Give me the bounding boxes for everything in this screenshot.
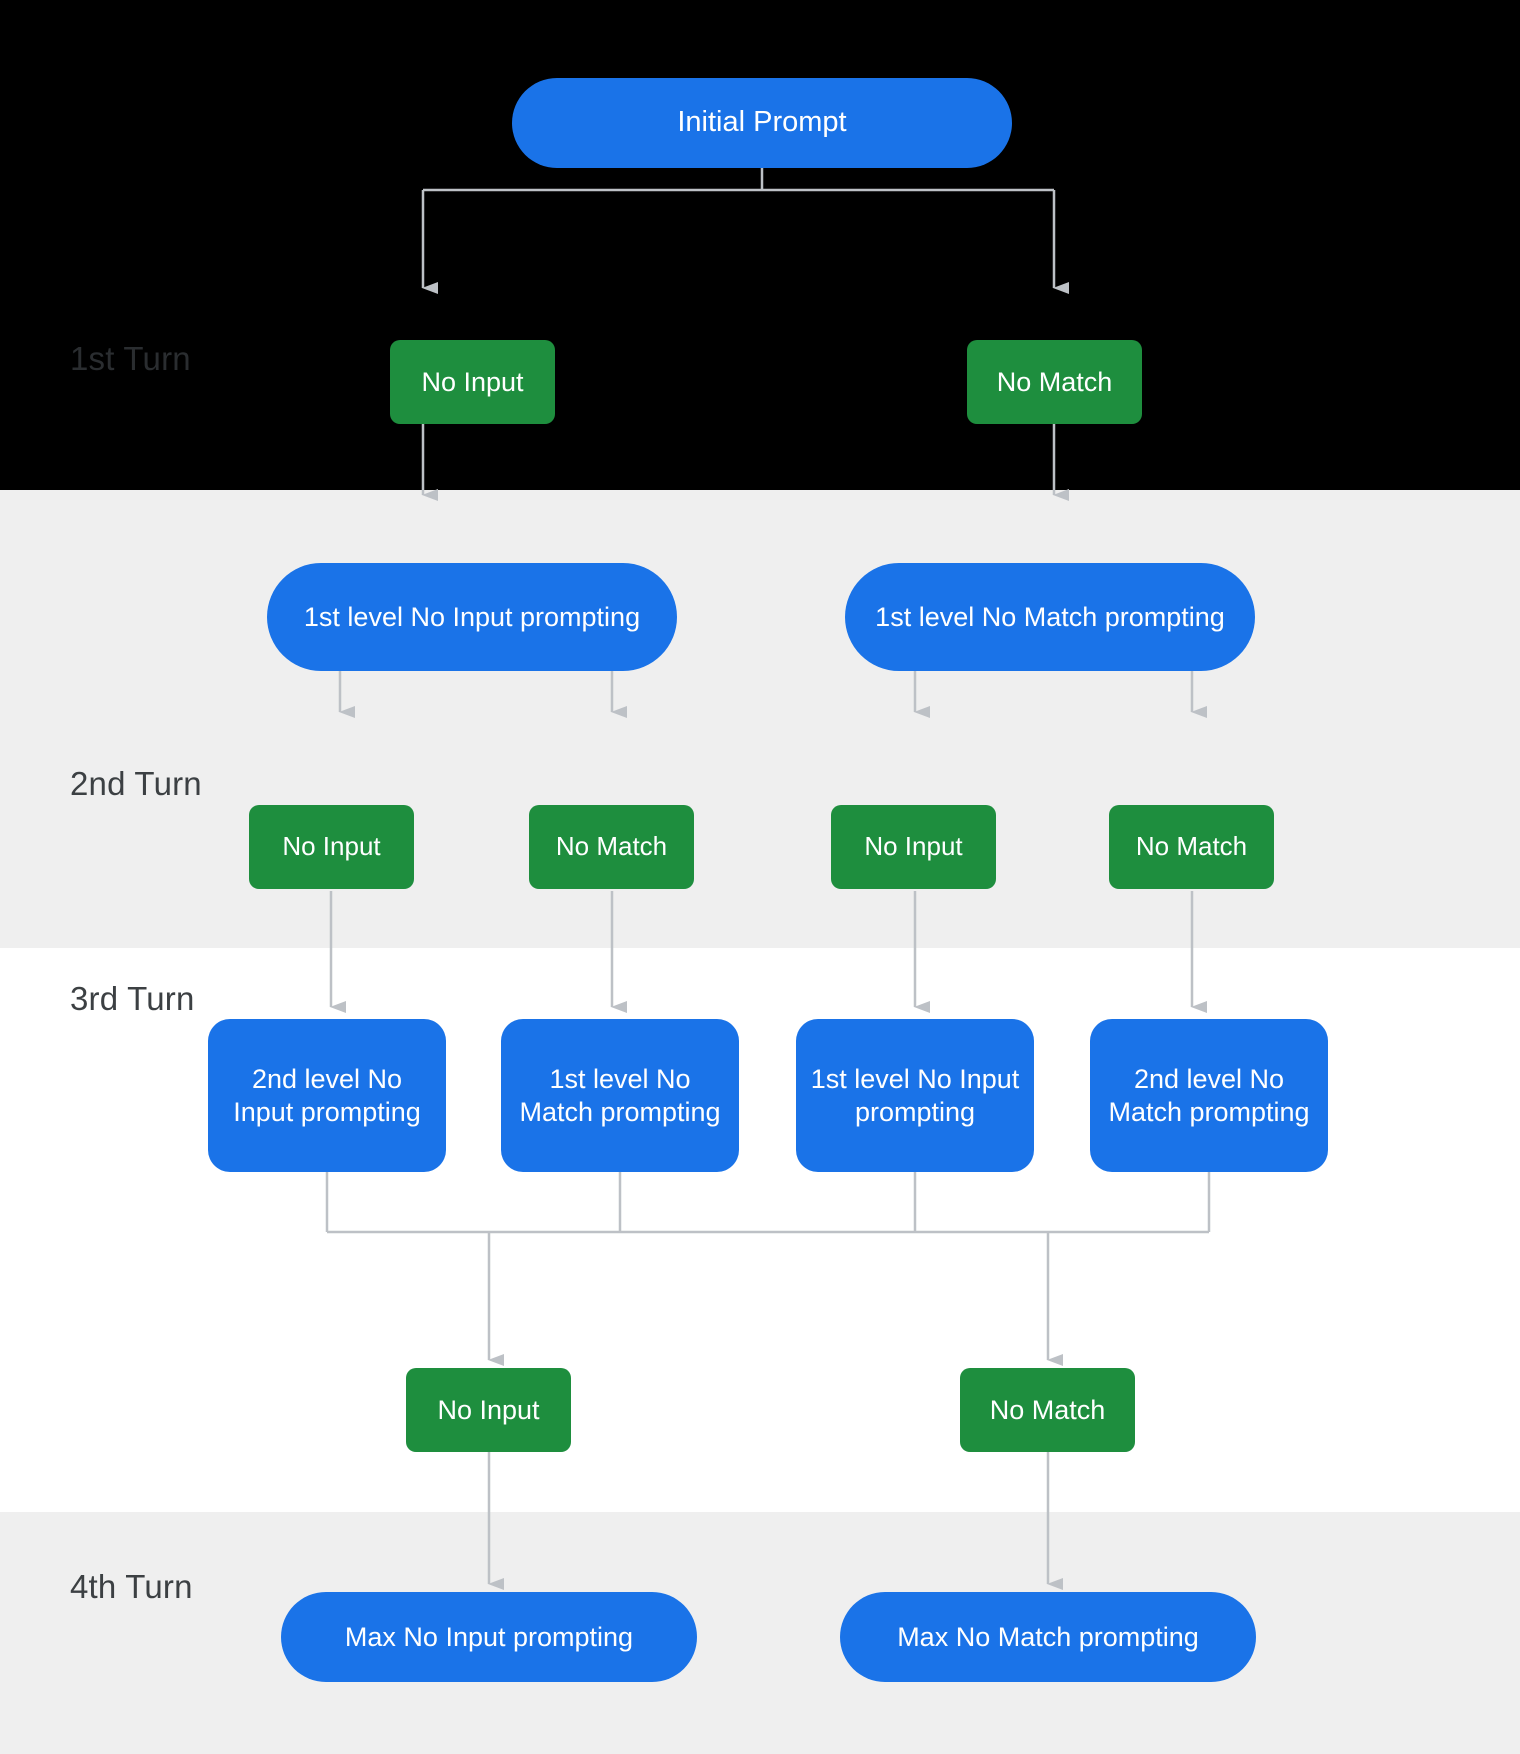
node-t3-no-match[interactable]: No Match [960, 1368, 1135, 1452]
node-t4-max-no-input-label: Max No Input prompting [344, 1621, 634, 1652]
node-t3-prompt-1st-no-input[interactable]: 1st level No Input prompting [796, 1019, 1034, 1172]
node-initial-prompt-label: Initial Prompt [677, 106, 847, 139]
node-t2-no-match-a-label: No Match [555, 831, 668, 862]
node-t2-prompt-no-match-label: 1st level No Match prompting [875, 601, 1225, 632]
node-t3-no-input[interactable]: No Input [406, 1368, 571, 1452]
node-t2-no-match-b-label: No Match [1135, 831, 1248, 862]
node-t3-prompt-2nd-no-match-label: 2nd level No Match prompting [1108, 1063, 1310, 1127]
band-1st-turn [0, 0, 1520, 490]
node-t3-prompt-1st-no-match-label: 1st level No Match prompting [519, 1063, 721, 1127]
node-t1-no-match[interactable]: No Match [967, 340, 1142, 424]
turn-label-1st: 1st Turn [70, 340, 191, 377]
node-t3-prompt-1st-no-match[interactable]: 1st level No Match prompting [501, 1019, 739, 1172]
node-t3-prompt-2nd-no-match[interactable]: 2nd level No Match prompting [1090, 1019, 1328, 1172]
node-t2-no-input-a-label: No Input [282, 831, 381, 862]
node-t2-no-input-b-label: No Input [864, 831, 963, 862]
node-initial-prompt[interactable]: Initial Prompt [512, 78, 1012, 168]
band-2nd-turn [0, 490, 1520, 948]
node-t3-prompt-1st-no-input-label: 1st level No Input prompting [810, 1063, 1020, 1127]
node-t3-no-input-label: No Input [437, 1394, 540, 1425]
node-t2-no-match-a[interactable]: No Match [529, 805, 694, 889]
node-t2-no-input-b[interactable]: No Input [831, 805, 996, 889]
node-t2-no-input-a[interactable]: No Input [249, 805, 414, 889]
node-t4-max-no-match[interactable]: Max No Match prompting [840, 1592, 1256, 1682]
turn-label-2nd: 2nd Turn [70, 765, 202, 802]
node-t1-no-match-label: No Match [996, 366, 1113, 397]
turn-label-3rd: 3rd Turn [70, 980, 195, 1017]
node-t2-prompt-no-input-label: 1st level No Input prompting [303, 601, 641, 632]
node-t2-prompt-no-input[interactable]: 1st level No Input prompting [267, 563, 677, 671]
node-t2-no-match-b[interactable]: No Match [1109, 805, 1274, 889]
node-t2-prompt-no-match[interactable]: 1st level No Match prompting [845, 563, 1255, 671]
node-t1-no-input-label: No Input [421, 366, 524, 397]
node-t4-max-no-input[interactable]: Max No Input prompting [281, 1592, 697, 1682]
node-t1-no-input[interactable]: No Input [390, 340, 555, 424]
node-t3-no-match-label: No Match [989, 1394, 1106, 1425]
band-4th-turn [0, 1512, 1520, 1754]
turn-label-4th: 4th Turn [70, 1568, 193, 1605]
node-t3-prompt-2nd-no-input[interactable]: 2nd level No Input prompting [208, 1019, 446, 1172]
node-t3-prompt-2nd-no-input-label: 2nd level No Input prompting [233, 1063, 421, 1127]
node-t4-max-no-match-label: Max No Match prompting [897, 1621, 1199, 1652]
